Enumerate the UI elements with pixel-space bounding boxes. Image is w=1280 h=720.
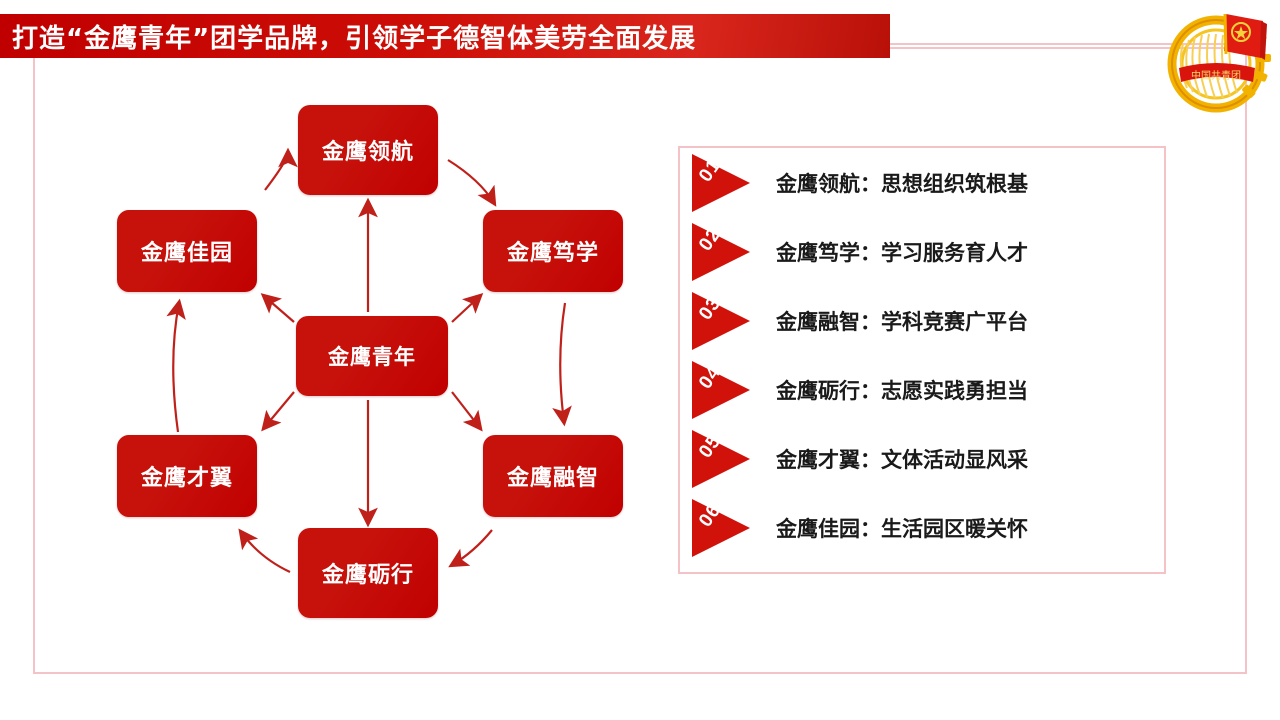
numbered-triangle-marker-icon: 04 (688, 359, 762, 421)
list-item-text: 金鹰笃学：学习服务育人才 (776, 241, 1028, 265)
communist-youth-league-emblem-icon: 中国共青团 (1157, 2, 1275, 120)
list-item[interactable]: 01 金鹰领航：思想组织筑根基 (680, 152, 1164, 214)
node-label: 金鹰青年 (328, 345, 416, 369)
jinying-cycle-diagram: 金鹰领航 金鹰笃学 金鹰融智 金鹰砺行 金鹰才翼 金鹰佳园 金鹰青年 (60, 60, 680, 660)
node-jinying-lixing[interactable]: 金鹰砺行 (298, 528, 438, 618)
list-item[interactable]: 05 金鹰才翼：文体活动显风采 (680, 428, 1164, 490)
diagram-arrows (166, 147, 572, 573)
node-label: 金鹰砺行 (321, 563, 414, 588)
node-jinying-qingnian-center[interactable]: 金鹰青年 (296, 316, 448, 396)
numbered-triangle-marker-icon: 03 (688, 290, 762, 352)
numbered-triangle-marker-icon: 02 (688, 221, 762, 283)
list-item-text: 金鹰砺行：志愿实践勇担当 (776, 379, 1028, 403)
list-item-text: 金鹰领航：思想组织筑根基 (776, 172, 1028, 196)
title-banner: 打造“金鹰青年”团学品牌，引领学子德智体美劳全面发展 (0, 14, 890, 58)
list-item-text: 金鹰才翼：文体活动显风采 (776, 448, 1028, 472)
triangle-icon (692, 361, 750, 419)
triangle-icon (692, 430, 750, 488)
node-label: 金鹰融智 (506, 466, 599, 491)
triangle-icon (692, 154, 750, 212)
title-rule-line (890, 43, 1247, 45)
node-jinying-rongzhi[interactable]: 金鹰融智 (483, 435, 623, 517)
list-item[interactable]: 06 金鹰佳园：生活园区暖关怀 (680, 497, 1164, 559)
page-title: 打造“金鹰青年”团学品牌，引领学子德智体美劳全面发展 (12, 23, 697, 54)
triangle-icon (692, 292, 750, 350)
list-item[interactable]: 04 金鹰砺行：志愿实践勇担当 (680, 359, 1164, 421)
numbered-triangle-marker-icon: 06 (688, 497, 762, 559)
node-label: 金鹰领航 (321, 140, 414, 165)
triangle-icon (692, 499, 750, 557)
list-item-text: 金鹰佳园：生活园区暖关怀 (776, 517, 1028, 541)
list-item-text: 金鹰融智：学科竞赛广平台 (776, 310, 1028, 334)
triangle-icon (692, 223, 750, 281)
initiatives-list-panel: 01 金鹰领航：思想组织筑根基 02 金鹰笃学：学习服务育人才 03 金鹰融智：… (678, 146, 1166, 574)
node-label: 金鹰笃学 (506, 241, 599, 266)
list-item[interactable]: 02 金鹰笃学：学习服务育人才 (680, 221, 1164, 283)
numbered-triangle-marker-icon: 05 (688, 428, 762, 490)
node-label: 金鹰佳园 (140, 241, 233, 266)
node-jinying-lingheng[interactable]: 金鹰领航 (298, 105, 438, 195)
node-jinying-duxue[interactable]: 金鹰笃学 (483, 210, 623, 292)
node-jinying-caiyi[interactable]: 金鹰才翼 (117, 435, 257, 517)
emblem-banner-text: 中国共青团 (1191, 69, 1241, 82)
node-label: 金鹰才翼 (140, 466, 233, 491)
list-item[interactable]: 03 金鹰融智：学科竞赛广平台 (680, 290, 1164, 352)
node-jinying-jiayuan[interactable]: 金鹰佳园 (117, 210, 257, 292)
numbered-triangle-marker-icon: 01 (688, 152, 762, 214)
